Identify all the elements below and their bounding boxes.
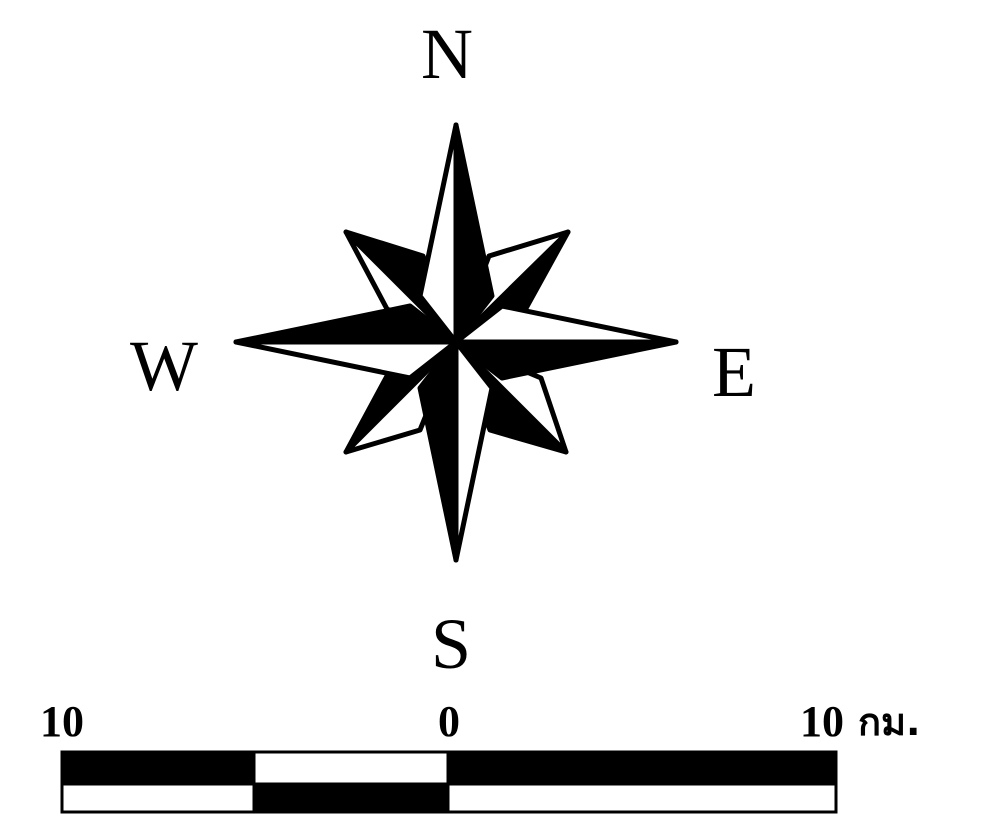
scale-segment-top-1 <box>62 752 254 784</box>
scale-segment-bottom-3 <box>448 784 836 812</box>
scale-segment-top-3 <box>448 752 836 784</box>
scale-segment-bottom-1 <box>62 784 254 812</box>
scale-segment-top-2 <box>254 752 448 784</box>
scale-segment-bottom-2 <box>254 784 448 812</box>
